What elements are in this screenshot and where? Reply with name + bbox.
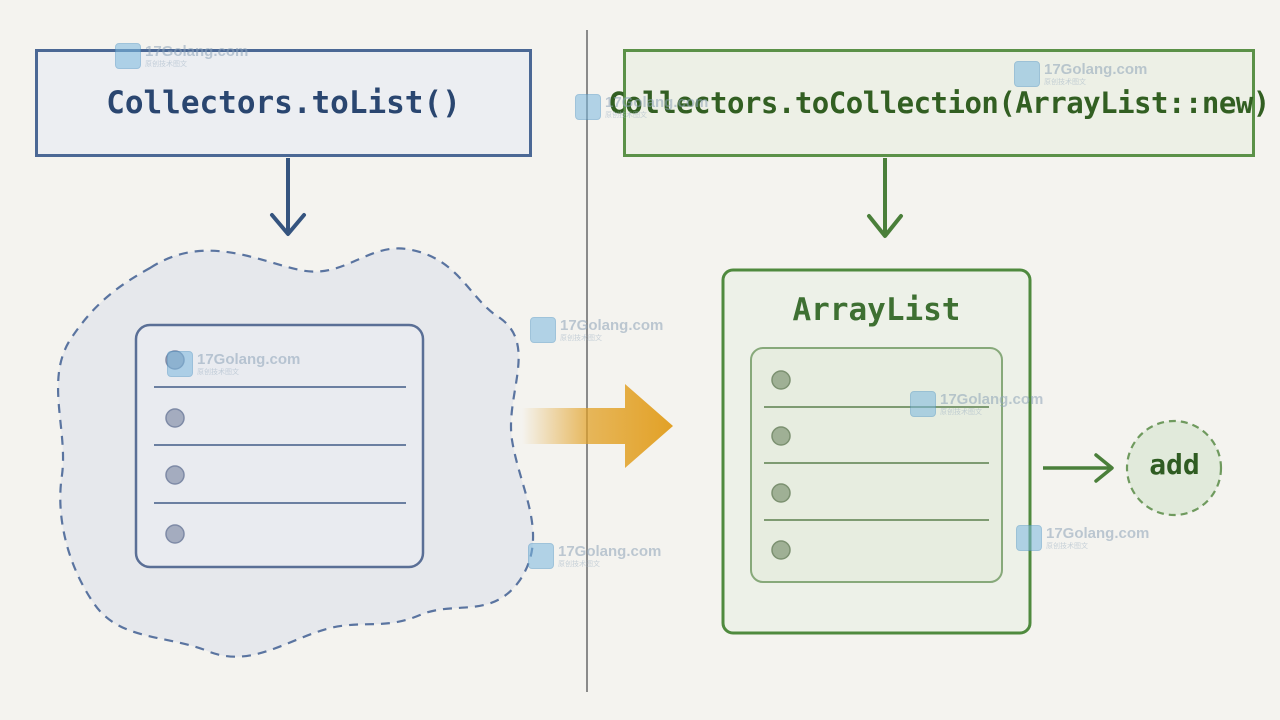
right-list-bullet xyxy=(771,370,791,390)
arraylist-title: ArrayList xyxy=(792,292,961,328)
left-list-bullet xyxy=(165,465,185,485)
add-label: add xyxy=(1149,448,1200,481)
to-collection-code: Collectors.toCollection(ArrayList::new) xyxy=(608,86,1270,120)
add-arrow xyxy=(1043,453,1114,483)
add-operation-circle xyxy=(1125,419,1223,517)
transition-arrow xyxy=(522,384,673,468)
to-collection-box: Collectors.toCollection(ArrayList::new) xyxy=(608,49,1270,157)
right-list-bullet xyxy=(771,483,791,503)
right-list-bullet xyxy=(771,540,791,560)
left-list-bullet xyxy=(165,350,185,370)
to-list-box: Collectors.toList() xyxy=(35,49,532,157)
left-list-bullet xyxy=(165,524,185,544)
right-list-bullet xyxy=(771,426,791,446)
to-list-code: Collectors.toList() xyxy=(106,85,461,121)
left-down-arrow xyxy=(270,158,306,236)
left-list-bullet xyxy=(165,408,185,428)
right-down-arrow xyxy=(867,158,903,238)
